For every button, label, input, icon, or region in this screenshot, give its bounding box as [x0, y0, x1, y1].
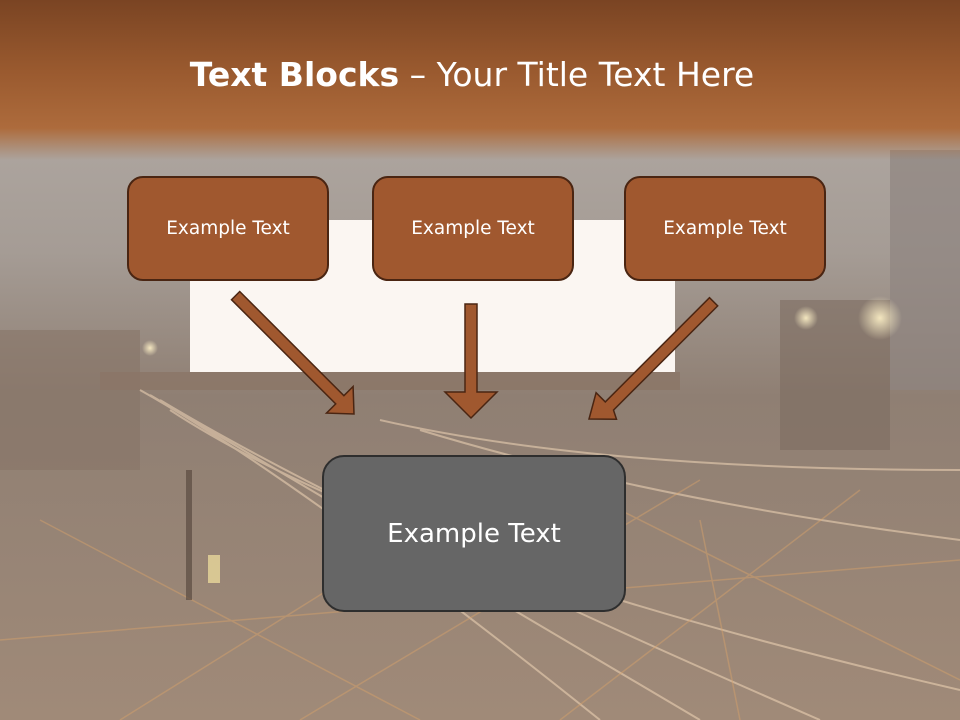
text-box-bottom[interactable]: Example Text — [322, 455, 626, 612]
text-box-3[interactable]: Example Text — [624, 176, 826, 281]
text-box-2[interactable]: Example Text — [372, 176, 574, 281]
text-box-1[interactable]: Example Text — [127, 176, 329, 281]
title-band — [0, 0, 960, 160]
title-bold: Text Blocks — [189, 55, 400, 94]
text-box-1-label: Example Text — [166, 218, 290, 239]
text-box-2-label: Example Text — [411, 218, 535, 239]
arrow-left — [230, 290, 355, 415]
text-box-bottom-label: Example Text — [387, 518, 561, 549]
slide-title: Text Blocks – Your Title Text Here — [0, 52, 944, 98]
arrow-right — [588, 296, 719, 421]
text-box-3-label: Example Text — [663, 218, 787, 239]
arrow-middle — [443, 303, 499, 420]
title-separator: – — [399, 55, 437, 94]
title-rest: Your Title Text Here — [436, 55, 755, 94]
